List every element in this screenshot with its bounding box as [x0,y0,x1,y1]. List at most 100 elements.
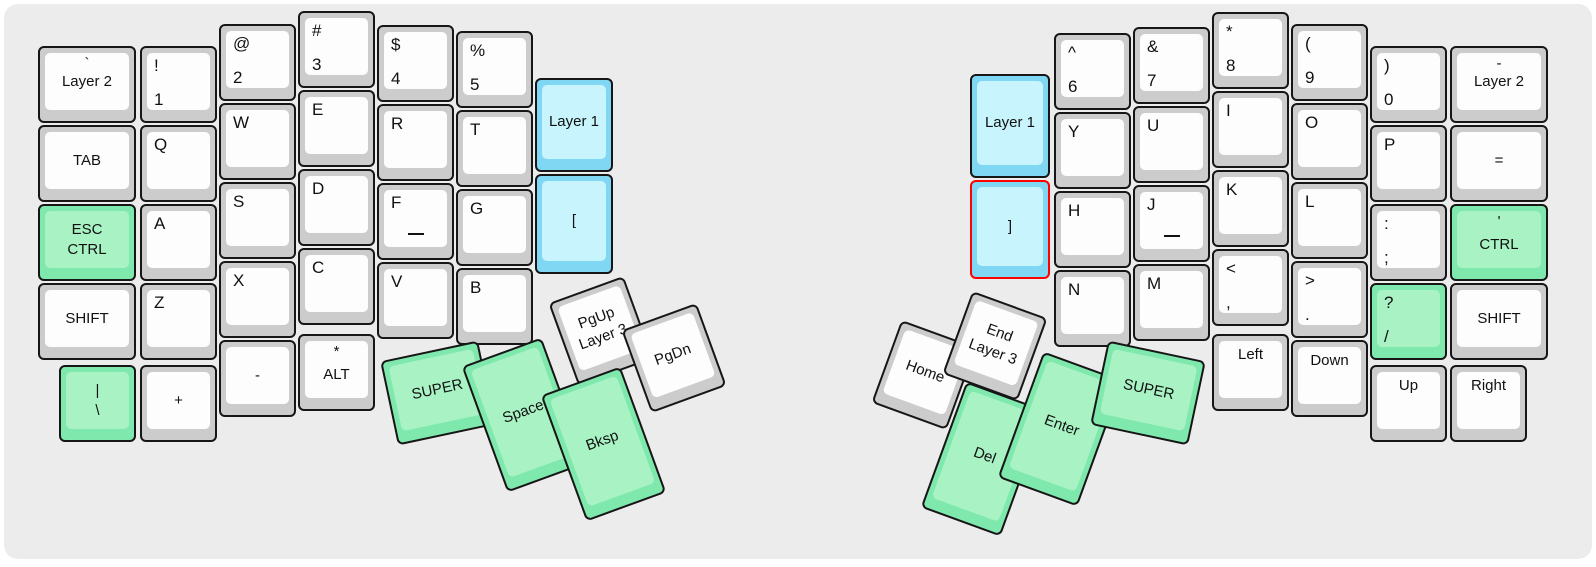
keycap-question-slash: ?/ [1377,290,1440,347]
key-k[interactable]: K [1212,170,1289,247]
key-r[interactable]: R [377,104,454,181]
key-star-8[interactable]: *8 [1212,12,1289,89]
keycap-layer1-right: Layer 1 [977,81,1043,165]
key-legend-shift-p: P [1384,135,1396,154]
key-legend-base-colon-semi: ; [1384,248,1389,267]
key-plus[interactable]: + [140,365,217,442]
key-layer1-right[interactable]: Layer 1 [970,74,1050,178]
key-colon-semi[interactable]: :; [1370,204,1447,281]
key-legend-shift-lparen-9: ( [1305,34,1311,53]
keycap-n: N [1061,277,1124,334]
key-d[interactable]: D [298,169,375,246]
keycap-lparen-9: (9 [1298,31,1361,88]
keycap-w: W [226,110,289,167]
key-b[interactable]: B [456,268,533,345]
key-question-slash[interactable]: ?/ [1370,283,1447,360]
keycap-m: M [1140,271,1203,328]
key-dollar-4[interactable]: $4 [377,25,454,102]
key-legend-shift-y: Y [1068,122,1080,141]
key-at-2[interactable]: @2 [219,24,296,101]
key-v[interactable]: V [377,262,454,339]
key-lparen-9[interactable]: (9 [1291,24,1368,101]
key-x[interactable]: X [219,261,296,338]
keycap-u: U [1140,113,1203,170]
key-i[interactable]: I [1212,91,1289,168]
key-shift[interactable]: SHIFT [38,283,136,360]
keycap-bracket-left: [ [542,181,606,261]
key-super-right[interactable]: SUPER [1090,340,1206,446]
key-t[interactable]: T [456,110,533,187]
key-left-arrow[interactable]: Left [1212,334,1289,411]
keycap-gt-period: >. [1298,268,1361,325]
key-legend-bracket-right: ] [1007,217,1013,235]
key-j[interactable]: J [1133,185,1210,262]
key-minus-layer2[interactable]: -Layer 2 [1450,46,1548,123]
key-legend-shift-caret-6: ^ [1068,43,1076,62]
keycap-star-8: *8 [1219,19,1282,76]
key-p[interactable]: P [1370,125,1447,202]
key-w[interactable]: W [219,103,296,180]
keycap-minus-layer2: -Layer 2 [1457,53,1541,110]
key-caret-6[interactable]: ^6 [1054,33,1131,110]
keycap-rparen-0: )0 [1377,53,1440,110]
key-equals[interactable]: = [1450,125,1548,202]
key-g[interactable]: G [456,189,533,266]
key-pipe-backslash[interactable]: | \ [59,365,136,442]
key-legend-layer1-right: Layer 1 [984,113,1036,131]
key-legend-up-arrow: Up [1398,377,1419,394]
key-o[interactable]: O [1291,103,1368,180]
key-amp-7[interactable]: &7 [1133,27,1210,104]
key-rparen-0[interactable]: )0 [1370,46,1447,123]
key-legend-shift-right: SHIFT [1477,309,1521,327]
key-h[interactable]: H [1054,191,1131,268]
key-legend-top-quote-ctrl: ' [1497,213,1501,230]
key-legend-shift-u: U [1147,116,1160,135]
key-legend-shift-l: L [1305,192,1315,211]
keycap-equals: = [1457,132,1541,189]
key-quote-ctrl[interactable]: 'CTRL [1450,204,1548,281]
homing-bar-j [1163,235,1180,237]
key-e[interactable]: E [298,90,375,167]
keycap-left-arrow: Left [1219,341,1282,398]
key-bracket-right[interactable]: ] [970,180,1050,279]
key-minus-left[interactable]: - [219,340,296,417]
key-lt-comma[interactable]: <, [1212,249,1289,326]
key-legend-shift-star-8: * [1226,22,1233,41]
key-star-alt[interactable]: *ALT [298,334,375,411]
key-up-arrow[interactable]: Up [1370,365,1447,442]
key-bracket-left[interactable]: [ [535,174,613,274]
key-u[interactable]: U [1133,106,1210,183]
keycap-z: Z [147,290,210,347]
key-s[interactable]: S [219,182,296,259]
key-gt-period[interactable]: >. [1291,261,1368,338]
key-legend-super-right: SUPER [1121,375,1176,404]
key-shift-right[interactable]: SHIFT [1450,283,1548,360]
key-excl-1[interactable]: !1 [140,46,217,123]
keycap-colon-semi: :; [1377,211,1440,268]
key-legend-base-gt-period: . [1305,305,1310,324]
key-f[interactable]: F [377,183,454,260]
keycap-caret-6: ^6 [1061,40,1124,97]
key-z[interactable]: Z [140,283,217,360]
keycap-j: J [1140,192,1203,249]
key-y[interactable]: Y [1054,112,1131,189]
keycap-h: H [1061,198,1124,255]
keycap-p: P [1377,132,1440,189]
key-l[interactable]: L [1291,182,1368,259]
keycap-amp-7: &7 [1140,34,1203,91]
key-down-arrow[interactable]: Down [1291,340,1368,417]
key-legend-shift-o: O [1305,113,1319,132]
keycap-down-arrow: Down [1298,347,1361,404]
key-m[interactable]: M [1133,264,1210,341]
key-right-arrow[interactable]: Right [1450,365,1527,442]
key-n[interactable]: N [1054,270,1131,347]
key-legend-shift-gt-period: > [1305,271,1315,290]
keycap-super-right: SUPER [1099,348,1198,432]
key-legend-base-lt-comma: , [1226,293,1231,312]
key-legend-shift-h: H [1068,201,1081,220]
key-c[interactable]: C [298,248,375,325]
key-legend-shift-n: N [1068,280,1081,299]
key-a[interactable]: A [140,204,217,281]
key-legend-left-arrow: Left [1237,346,1264,363]
